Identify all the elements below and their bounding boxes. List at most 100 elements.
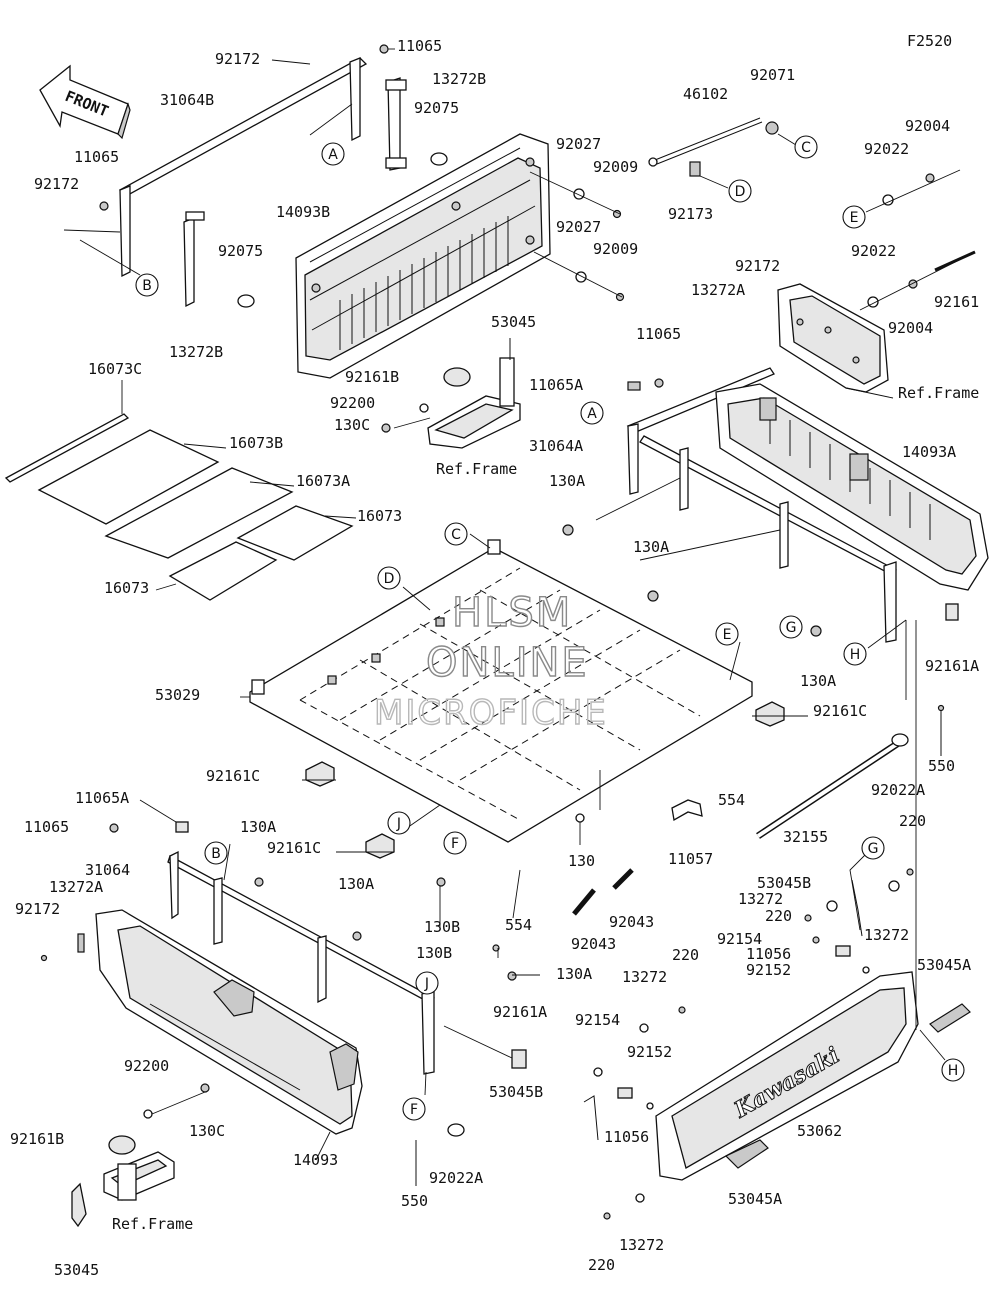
pins-92043 xyxy=(572,770,703,916)
part-label: 16073 xyxy=(104,579,149,597)
part-label: 92043 xyxy=(609,913,654,931)
callout-letter: G xyxy=(786,620,797,636)
part-label: 130A xyxy=(800,672,836,690)
part-label: 11056 xyxy=(746,945,791,963)
panel-14093B xyxy=(295,133,551,379)
part-label: 13272 xyxy=(864,926,909,944)
part-label: 92172 xyxy=(215,50,260,68)
part-label: 130A xyxy=(338,875,374,893)
part-label: 13272 xyxy=(622,968,667,986)
part-label: 14093 xyxy=(293,1151,338,1169)
pin-550-lower xyxy=(415,1123,465,1186)
part-label: 92161B xyxy=(345,368,399,386)
callout-circle xyxy=(415,971,439,995)
part-label: 92161C xyxy=(813,702,867,720)
callout-marker: G xyxy=(779,615,803,639)
part-label: 14093B xyxy=(276,203,330,221)
shaft-32155 xyxy=(756,704,945,839)
part-label: 31064 xyxy=(85,861,130,879)
part-label: 130C xyxy=(334,416,370,434)
callout-marker: B xyxy=(204,841,228,865)
part-label: 13272A xyxy=(49,878,103,896)
callout-letter: E xyxy=(723,627,732,643)
bar-31064B xyxy=(63,44,448,308)
part-label: 32155 xyxy=(783,828,828,846)
latch-53045-upper xyxy=(381,338,521,449)
part-label: 130B xyxy=(424,918,460,936)
part-label: 220 xyxy=(672,946,699,964)
callout-circle xyxy=(580,401,604,425)
part-label: 53045 xyxy=(491,313,536,331)
part-label: 130A xyxy=(240,818,276,836)
diagram-code: F2520 xyxy=(907,32,952,50)
part-label: 92009 xyxy=(593,240,638,258)
part-label: 92152 xyxy=(627,1043,672,1061)
callout-marker: J xyxy=(387,811,411,835)
part-label: 92172 xyxy=(735,257,780,275)
part-label: 53062 xyxy=(797,1122,842,1140)
part-label: 92173 xyxy=(668,205,713,223)
callout-letter: E xyxy=(850,210,859,226)
callout-circle xyxy=(842,205,866,229)
mats-16073 xyxy=(4,380,357,601)
part-label: 13272 xyxy=(619,1236,664,1254)
callout-marker: A xyxy=(580,401,604,425)
callout-marker: E xyxy=(715,622,739,646)
callout-circle xyxy=(794,135,818,159)
part-label: 130 xyxy=(568,852,595,870)
cable-46102 xyxy=(648,117,797,189)
callout-marker: F xyxy=(402,1097,426,1121)
part-label: 92022 xyxy=(864,140,909,158)
part-label: 92161C xyxy=(206,767,260,785)
part-label: 11065 xyxy=(397,37,442,55)
tailgate-53062: Kawasaki xyxy=(583,971,971,1220)
part-label: 14093A xyxy=(902,443,956,461)
part-label: 31064A xyxy=(529,437,583,455)
part-label: 92152 xyxy=(746,961,791,979)
front-arrow-icon: FRONT xyxy=(39,64,131,140)
panel-14093 xyxy=(95,909,363,1135)
part-label: 550 xyxy=(401,1192,428,1210)
watermark: HLSM ONLINE MICROFICHE xyxy=(373,589,606,733)
callout-circle xyxy=(728,179,752,203)
part-label: 13272B xyxy=(432,70,486,88)
callout-circle xyxy=(443,831,467,855)
part-label: 16073A xyxy=(296,472,350,490)
callout-marker: C xyxy=(444,522,468,546)
part-label: 92154 xyxy=(575,1011,620,1029)
part-label: 92004 xyxy=(905,117,950,135)
callout-marker: A xyxy=(321,142,345,166)
part-label: 13272B xyxy=(169,343,223,361)
part-label: 16073C xyxy=(88,360,142,378)
part-label: Ref.Frame xyxy=(898,384,979,402)
callout-circle xyxy=(861,836,885,860)
part-label: 220 xyxy=(899,812,926,830)
callout-letter: D xyxy=(384,571,395,587)
part-label: 92161C xyxy=(267,839,321,857)
panel-14093A xyxy=(715,383,989,621)
bed-floor-53029 xyxy=(249,539,753,843)
callout-marker: F xyxy=(443,831,467,855)
rail-31064 xyxy=(40,821,517,1075)
callout-circle xyxy=(941,1058,965,1082)
part-label: 92022A xyxy=(429,1169,483,1187)
part-label: 11065A xyxy=(75,789,129,807)
callout-circle xyxy=(779,615,803,639)
callout-letter: J xyxy=(424,976,429,992)
callout-marker: G xyxy=(861,836,885,860)
part-label: 11065 xyxy=(636,325,681,343)
callout-letter: A xyxy=(587,406,597,422)
callout-letter: A xyxy=(328,147,338,163)
callout-marker: D xyxy=(377,566,401,590)
part-label: 92043 xyxy=(571,935,616,953)
part-label: 92071 xyxy=(750,66,795,84)
rod-92161 xyxy=(859,169,976,311)
part-label: 92009 xyxy=(593,158,638,176)
callout-marker: D xyxy=(728,179,752,203)
part-label: 220 xyxy=(765,907,792,925)
part-label: 130C xyxy=(189,1122,225,1140)
hinge-53045B xyxy=(804,847,914,974)
callout-letter: H xyxy=(948,1063,959,1079)
